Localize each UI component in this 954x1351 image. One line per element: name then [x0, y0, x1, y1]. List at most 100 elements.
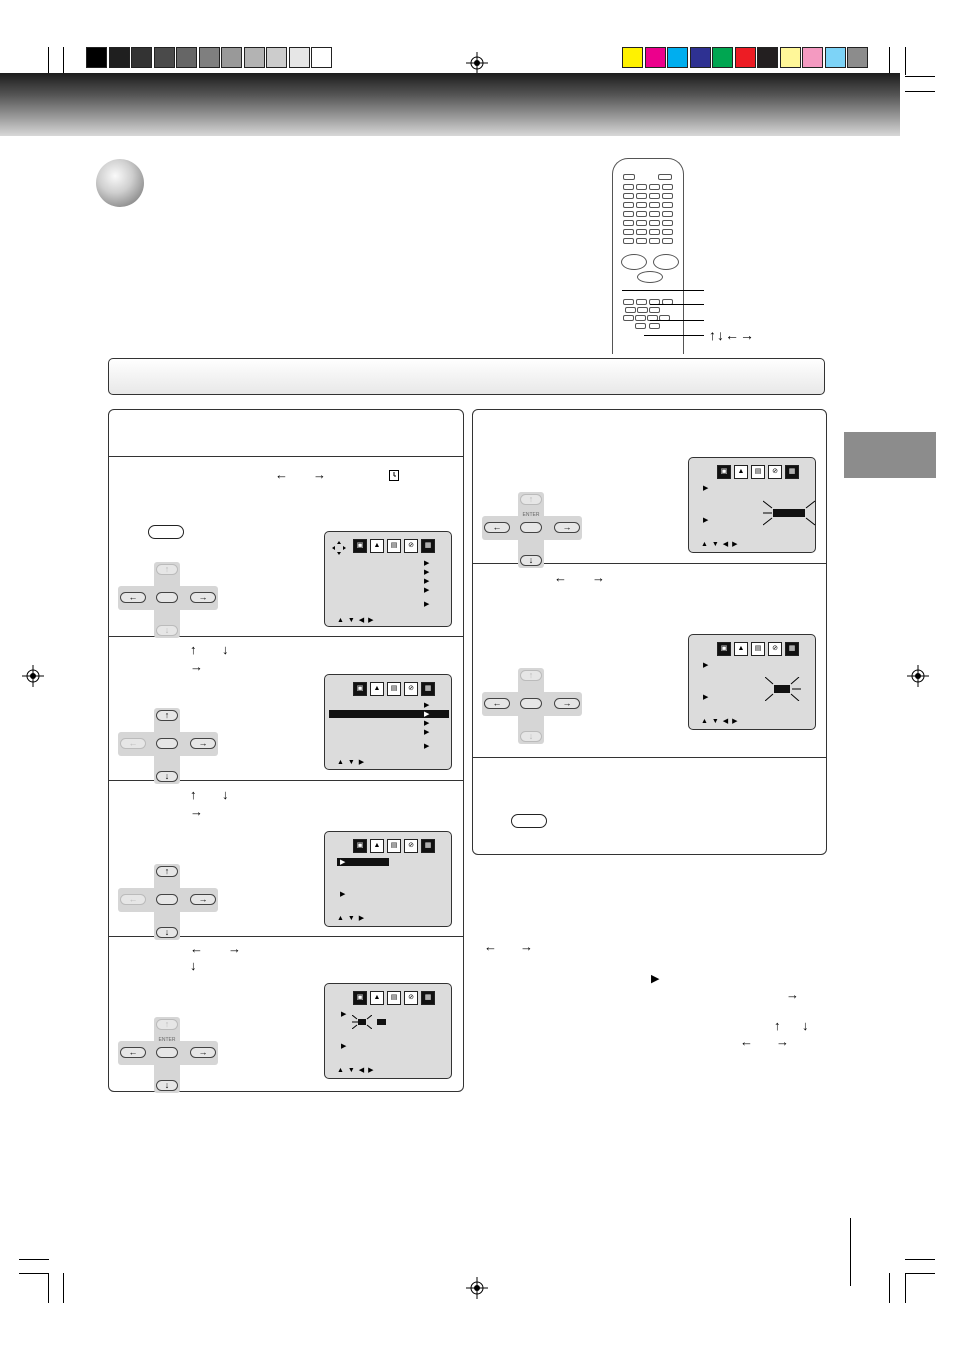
left-button[interactable]: ←: [120, 592, 146, 603]
remote-leader-line: [622, 290, 704, 291]
menu-icon-bar: ▣▲▤⊘▦: [353, 682, 435, 696]
right-button[interactable]: →: [190, 738, 216, 749]
remote-key: [623, 220, 634, 226]
right-button[interactable]: →: [554, 698, 580, 709]
osd-screen-1: ▣▲▤⊘▦ ▶ ▶ ▶ ▶ ▶ ▲ ▼ ◀ ▶: [324, 531, 452, 627]
left-button[interactable]: ←: [120, 738, 146, 749]
enter-button[interactable]: [520, 698, 542, 709]
menu-pointer: ▶: [703, 662, 709, 669]
menu-tab-icon: ▦: [421, 839, 435, 853]
menu-tab-icon: ⊘: [404, 539, 418, 553]
enter-button[interactable]: [156, 738, 178, 749]
enter-button[interactable]: [156, 592, 178, 603]
direction-pad: ↑ ↓ ← →: [482, 668, 582, 744]
enter-button[interactable]: [156, 1047, 178, 1058]
down-button[interactable]: ↓: [156, 625, 178, 636]
menu-icon-bar: ▣▲▤⊘▦: [717, 642, 799, 656]
setup-button[interactable]: [511, 814, 547, 828]
process-color-swatch: [824, 47, 846, 68]
up-button[interactable]: ↑: [156, 564, 178, 575]
remote-key: [623, 211, 634, 217]
remote-key: [637, 271, 663, 283]
up-button[interactable]: ↑: [156, 866, 178, 877]
remote-key: [623, 315, 634, 321]
menu-tab-icon: ▲: [370, 682, 384, 696]
step-divider: [473, 757, 826, 758]
remote-key: [636, 299, 647, 305]
up-button[interactable]: ↑: [156, 1019, 178, 1030]
menu-icon-bar: ▣▲▤⊘▦: [353, 839, 435, 853]
nav-hint: ▲ ▼ ◀ ▶: [701, 541, 739, 548]
left-button[interactable]: ←: [484, 698, 510, 709]
grayscale-swatch: [108, 47, 130, 68]
enter-button[interactable]: [156, 894, 178, 905]
right-button[interactable]: →: [554, 522, 580, 533]
left-button[interactable]: ←: [120, 1047, 146, 1058]
setup-button[interactable]: [148, 525, 184, 539]
arrow-right-icon: →: [190, 659, 203, 674]
menu-pointer: ▶: [424, 569, 430, 576]
down-button[interactable]: ↓: [156, 927, 178, 938]
menu-tab-icon: ▣: [353, 682, 367, 696]
registration-mark-icon: [22, 665, 44, 687]
process-color-swatch: [644, 47, 666, 68]
osd-screen-5: ▣▲▤⊘▦ ▶ ▶ ▲ ▼ ◀ ▶: [688, 457, 816, 553]
menu-tab-icon: ▣: [353, 539, 367, 553]
menu-pointer: ▶: [424, 587, 430, 594]
right-button[interactable]: →: [190, 894, 216, 905]
menu-tab-icon: ▤: [387, 839, 401, 853]
down-button[interactable]: ↓: [156, 1080, 178, 1091]
enter-button[interactable]: [520, 522, 542, 533]
crop-mark: [905, 47, 906, 75]
nav-hint: ▲ ▼ ◀ ▶: [337, 1067, 375, 1074]
down-button[interactable]: ↓: [156, 771, 178, 782]
up-button[interactable]: ↑: [520, 494, 542, 505]
right-button[interactable]: →: [190, 1047, 216, 1058]
remote-key: [662, 193, 673, 199]
right-button[interactable]: →: [190, 592, 216, 603]
blinking-cursor-icon: [763, 500, 816, 526]
left-button[interactable]: ←: [484, 522, 510, 533]
menu-pointer: ▶: [703, 485, 709, 492]
arrow-right-icon: →: [313, 467, 326, 482]
remote-leader-line: [650, 320, 704, 321]
menu-tab-icon: ⊘: [404, 682, 418, 696]
remote-key: [623, 299, 634, 305]
process-color-swatch: [667, 47, 688, 68]
menu-pointer: ▶: [424, 702, 430, 709]
crop-mark: [889, 47, 890, 75]
down-button[interactable]: ↓: [520, 555, 542, 566]
up-button[interactable]: ↑: [156, 710, 178, 721]
arrow-up-icon: ↑: [774, 1018, 781, 1033]
blinking-cursor-icon: [352, 1015, 372, 1029]
step-divider: [473, 563, 826, 564]
arrow-right-icon: →: [228, 941, 241, 956]
remote-key: [636, 229, 647, 235]
crop-mark: [905, 1259, 935, 1260]
arrow-right-icon: →: [592, 570, 605, 585]
menu-icon-bar: ▣▲▤⊘▦: [353, 991, 435, 1005]
nav-hint: ▲ ▼ ◀ ▶: [701, 718, 739, 725]
remote-key: [662, 211, 673, 217]
crop-mark: [63, 47, 64, 75]
up-button[interactable]: ↑: [520, 670, 542, 681]
menu-highlight-row: [329, 710, 449, 718]
registration-mark-icon: [466, 1277, 488, 1299]
menu-tab-icon: ▣: [717, 465, 731, 479]
remote-key: [649, 184, 660, 190]
menu-tab-icon: ▲: [734, 642, 748, 656]
remote-key: [623, 193, 634, 199]
nav-hint: ▲ ▼ ◀ ▶: [337, 617, 375, 624]
remote-key: [662, 238, 673, 244]
remote-key: [649, 193, 660, 199]
down-button[interactable]: ↓: [520, 731, 542, 742]
registration-mark-icon: [466, 52, 488, 74]
remote-key: [636, 193, 647, 199]
menu-pointer: ▶: [340, 859, 346, 866]
menu-tab-icon: ▤: [751, 642, 765, 656]
menu-pointer: ▶: [424, 578, 430, 585]
arrow-right-icon: →: [786, 987, 799, 1002]
arrow-up-icon: ↑: [190, 642, 197, 657]
left-button[interactable]: ←: [120, 894, 146, 905]
arrow-right-icon: →: [520, 939, 533, 954]
